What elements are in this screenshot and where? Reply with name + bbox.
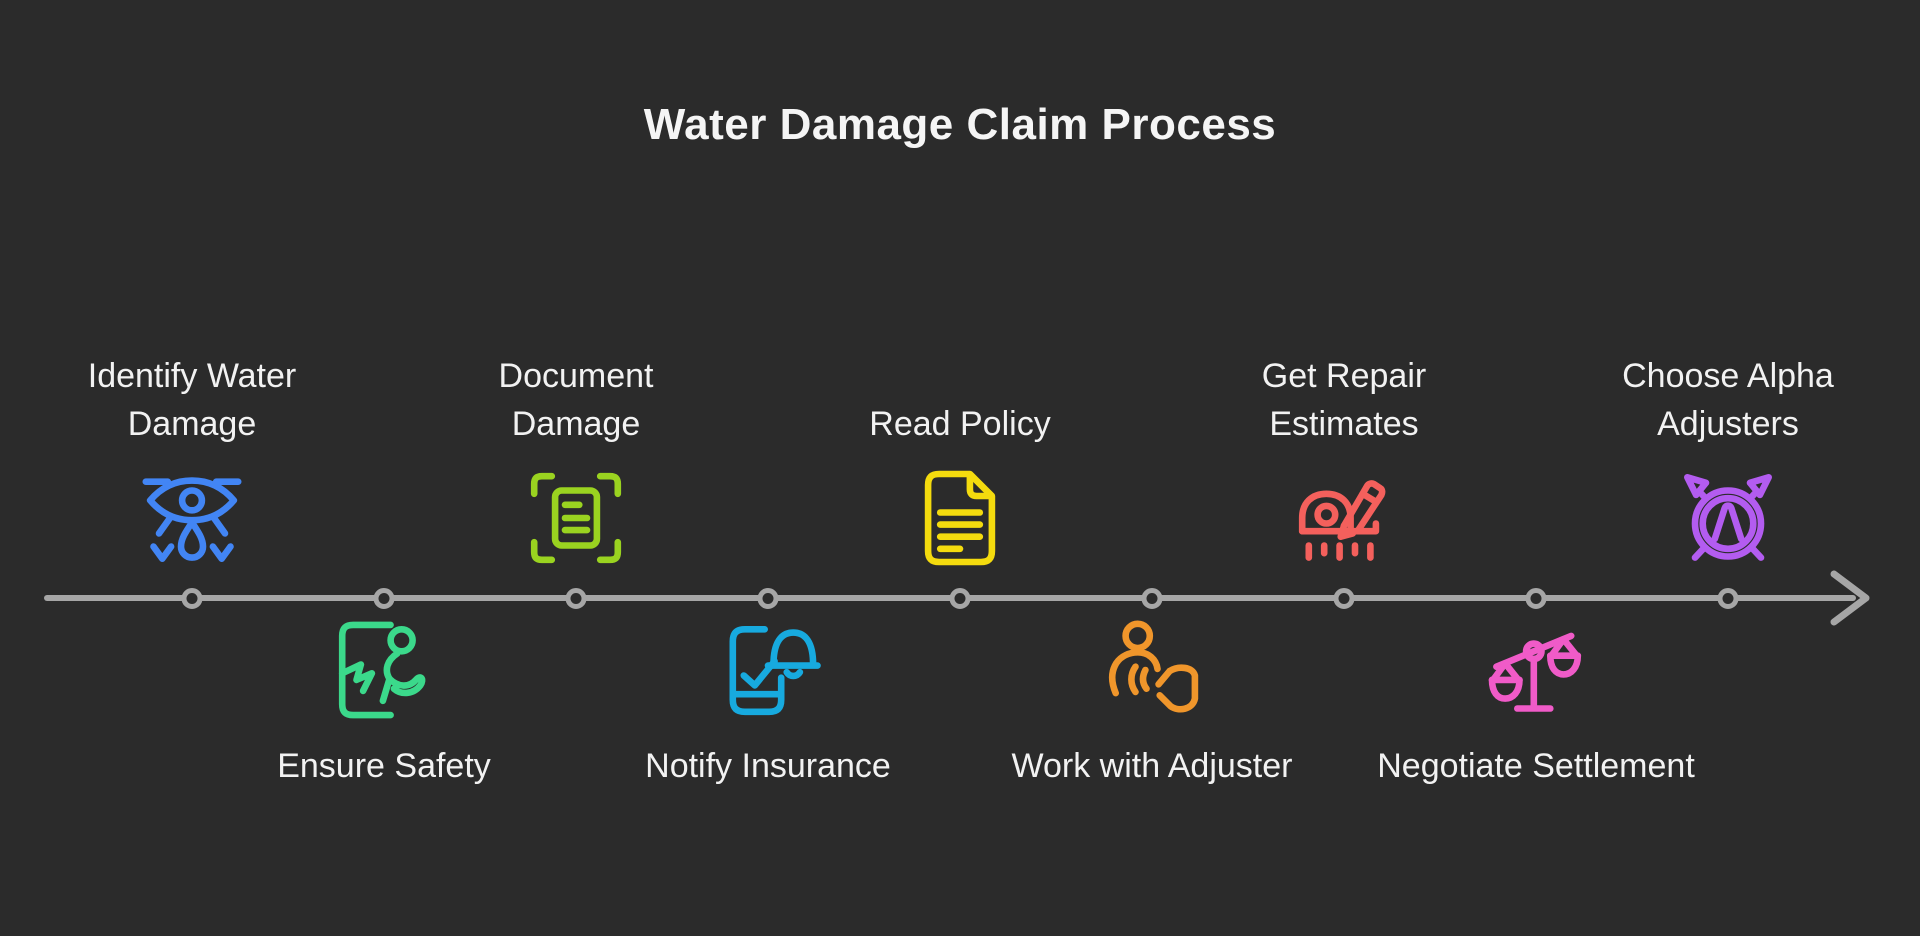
step-label-line: Get Repair [1261, 357, 1427, 395]
step-label: Negotiate Settlement [1376, 742, 1696, 790]
step-label-line: Document [498, 357, 654, 395]
step-label-line: Ensure Safety [277, 747, 491, 785]
timeline-node-7 [1333, 588, 1355, 609]
phone-notification-check-icon [608, 614, 928, 726]
step-label-line: Work with [1011, 747, 1161, 785]
step-label: Choose Alpha Adjusters [1568, 352, 1888, 448]
step-label: Get Repair Estimates [1184, 352, 1504, 448]
policy-document-icon [800, 462, 1120, 574]
timeline-node-6 [1141, 588, 1163, 609]
step-label-line: Damage [511, 405, 641, 443]
page-title: Water Damage Claim Process [643, 100, 1277, 149]
timeline-node-3 [565, 588, 587, 609]
balance-scale-icon [1376, 614, 1696, 726]
step-label-line: Damage [127, 405, 257, 443]
step-label-line: Identify Water [87, 357, 297, 395]
timeline-node-9 [1717, 588, 1739, 609]
step-label-line: Estimates [1269, 405, 1419, 443]
step-notify-insurance: Notify Insurance [608, 614, 928, 790]
step-label-line: Adjuster [1167, 747, 1293, 785]
step-label-line: Negotiate [1377, 747, 1523, 785]
timeline-node-2 [373, 588, 395, 609]
document-scan-icon [416, 462, 736, 574]
step-read-policy: Read Policy [800, 352, 1120, 574]
slip-hazard-person-icon [224, 614, 544, 726]
step-document-damage: Document Damage [416, 352, 736, 574]
step-choose-alpha-adjusters: Choose Alpha Adjusters [1568, 352, 1888, 574]
timeline-node-4 [757, 588, 779, 609]
step-negotiate-settlement: Negotiate Settlement [1376, 614, 1696, 790]
timeline-node-8 [1525, 588, 1547, 609]
timeline-node-1 [181, 588, 203, 609]
step-label-line: Settlement [1532, 747, 1695, 785]
step-label: Notify Insurance [608, 742, 928, 790]
step-label: Read Policy [800, 352, 1120, 448]
step-identify-water-damage: Identify Water Damage [32, 352, 352, 574]
alpha-adjusters-logo-icon [1568, 462, 1888, 574]
timeline-node-5 [949, 588, 971, 609]
step-get-repair-estimates: Get Repair Estimates [1184, 352, 1504, 574]
tape-measure-pencil-icon [1184, 462, 1504, 574]
step-label: Identify Water Damage [32, 352, 352, 448]
step-ensure-safety: Ensure Safety [224, 614, 544, 790]
timeline-arrow-icon [1830, 570, 1870, 626]
step-label: Ensure Safety [224, 742, 544, 790]
step-label: Work with Adjuster [992, 742, 1312, 790]
person-speaking-device-icon [992, 614, 1312, 726]
step-work-with-adjuster: Work with Adjuster [992, 614, 1312, 790]
step-label-line: Insurance [741, 747, 891, 785]
drone-inspection-water-drop-icon [32, 462, 352, 574]
step-label-line: Notify [645, 747, 733, 785]
step-label: Document Damage [416, 352, 736, 448]
step-label-line: Read Policy [869, 405, 1051, 443]
step-label-line: Adjusters [1657, 405, 1799, 443]
step-label-line: Choose Alpha [1622, 357, 1834, 395]
